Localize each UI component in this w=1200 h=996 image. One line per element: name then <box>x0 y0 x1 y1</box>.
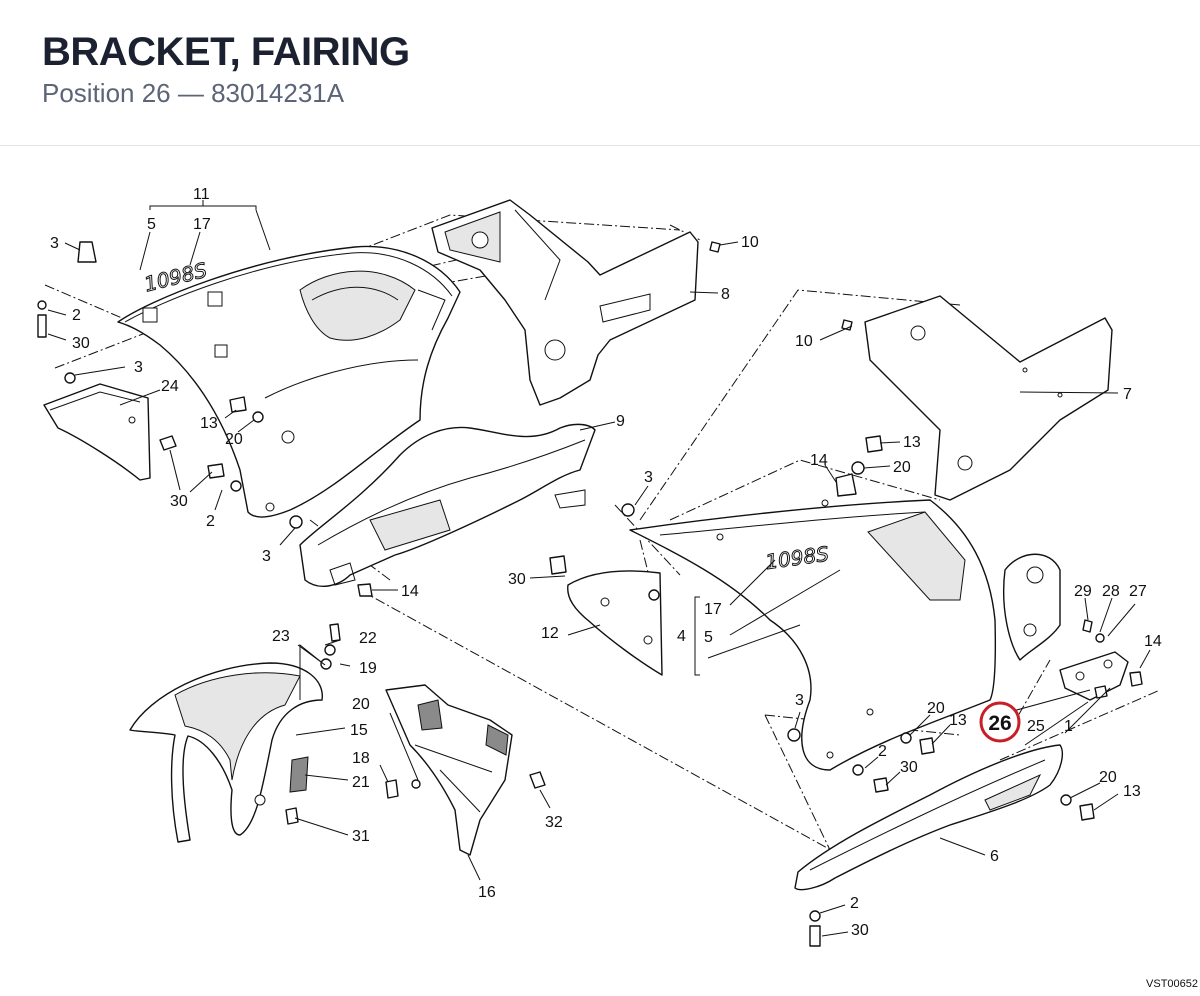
callout-30: 30 <box>851 922 869 939</box>
callout-19: 19 <box>359 660 377 677</box>
leader-lines <box>47 200 1151 937</box>
callout-32: 32 <box>545 814 563 831</box>
callout-2: 2 <box>850 895 859 912</box>
callout-20: 20 <box>893 459 911 476</box>
callout-14: 14 <box>810 452 828 469</box>
callout-6: 6 <box>990 848 999 865</box>
small-bracket-12 <box>567 570 663 676</box>
callout-30: 30 <box>170 493 188 510</box>
page-title: BRACKET, FAIRING <box>42 30 410 74</box>
callout-3: 3 <box>795 692 804 709</box>
callout-3: 3 <box>50 235 59 252</box>
callout-31: 31 <box>352 828 370 845</box>
callout-2: 2 <box>206 513 215 530</box>
callout-13: 13 <box>200 415 218 432</box>
callout-10: 10 <box>795 333 813 350</box>
callout-20: 20 <box>225 431 243 448</box>
callout-12: 12 <box>541 625 559 642</box>
callout-20: 20 <box>927 700 945 717</box>
side-fairing: 1098S <box>629 499 997 771</box>
page-header: BRACKET, FAIRING Position 26 — 83014231A <box>0 0 1200 146</box>
frame-bracket-detail <box>1002 553 1129 701</box>
callout-7: 7 <box>1123 386 1132 403</box>
callout-24: 24 <box>161 378 179 395</box>
callout-2: 2 <box>72 307 81 324</box>
callout-30: 30 <box>508 571 526 588</box>
callout-3: 3 <box>644 469 653 486</box>
callout-13: 13 <box>1123 783 1141 800</box>
callout-29: 29 <box>1074 583 1092 600</box>
plate-21 <box>289 756 309 793</box>
side-duct-16 <box>385 684 513 856</box>
upper-fairing: 1098S <box>117 245 461 518</box>
callout-22: 22 <box>359 630 377 647</box>
callout-21: 21 <box>352 774 370 791</box>
callout-30: 30 <box>900 759 918 776</box>
callout-13: 13 <box>903 434 921 451</box>
lower-cover-9 <box>299 423 596 588</box>
callout-11: 11 <box>193 186 210 203</box>
callout-10: 10 <box>741 234 759 251</box>
page-subtitle: Position 26 — 83014231A <box>42 78 345 108</box>
callout-18: 18 <box>352 750 370 767</box>
callout-3: 3 <box>262 548 271 565</box>
callout-5: 5 <box>704 629 713 646</box>
callout-25: 25 <box>1027 718 1045 735</box>
callout-labels: 11 5 17 3 2 30 3 24 13 20 30 2 3 10 8 9 … <box>50 186 1162 939</box>
callout-16: 16 <box>478 884 496 901</box>
callout-2: 2 <box>878 743 887 760</box>
callout-30: 30 <box>72 335 90 352</box>
callout-17: 17 <box>193 216 211 233</box>
left-panel-24 <box>43 383 151 481</box>
highlight-ring <box>979 701 1021 743</box>
belly-pan-6 <box>794 744 1063 891</box>
callout-28: 28 <box>1102 583 1120 600</box>
highlighted-callout-26[interactable]: 26 <box>979 701 1021 743</box>
callout-9: 9 <box>616 413 625 430</box>
callout-14: 14 <box>401 583 419 600</box>
exploded-parts-diagram: 1098S 1098S <box>0 146 1200 991</box>
callout-27: 27 <box>1129 583 1147 600</box>
callout-20: 20 <box>1099 769 1117 786</box>
reference-code: VST00652 <box>1146 978 1198 990</box>
callout-23: 23 <box>272 628 290 645</box>
callout-8: 8 <box>721 286 730 303</box>
callout-17: 17 <box>704 601 722 618</box>
callout-15: 15 <box>350 722 368 739</box>
highlight-number: 26 <box>988 712 1011 735</box>
fasteners <box>37 241 1143 947</box>
callout-3: 3 <box>134 359 143 376</box>
callout-1: 1 <box>1064 718 1073 735</box>
upper-bracket <box>431 199 699 406</box>
callout-13: 13 <box>949 712 967 729</box>
callout-14: 14 <box>1144 633 1162 650</box>
callout-5: 5 <box>147 216 156 233</box>
front-mudguard-15 <box>129 662 323 843</box>
callout-20: 20 <box>352 696 370 713</box>
right-panel-7 <box>864 295 1113 501</box>
callout-4: 4 <box>677 628 686 645</box>
